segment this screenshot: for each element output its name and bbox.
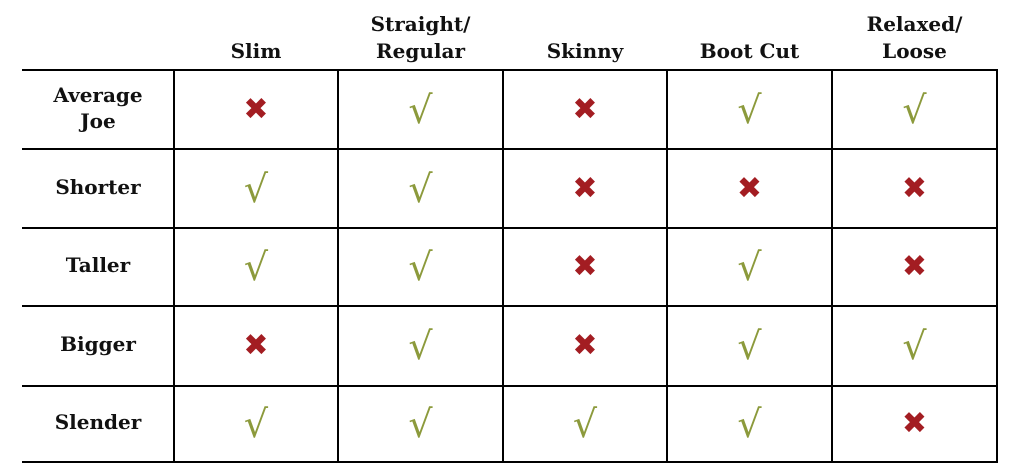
cross-icon: ✖ [901,249,928,284]
table-cell: √ [174,228,338,306]
table-cell: ✖ [832,149,997,228]
table-cell: ✖ [174,306,338,386]
table-cell: ✖ [174,70,338,149]
grid-line-horizontal [22,69,998,71]
checkmark-icon: √ [737,87,762,132]
column-header: Boot Cut [699,39,800,63]
checkmark-icon: √ [737,402,762,446]
checkmark-icon: √ [902,324,927,368]
row-label: Slender [54,410,142,434]
table-cell: √ [667,306,832,386]
column-header: Relaxed/ Loose [866,12,963,63]
row-label: Average Joe [53,82,143,133]
grid-line-vertical [173,69,175,463]
cross-icon: ✖ [243,328,269,363]
table-cell: √ [832,306,997,386]
table-cell: ✖ [832,228,997,306]
cross-icon: ✖ [243,91,269,127]
table-cell: √ [338,149,503,228]
cross-icon: ✖ [572,91,598,127]
checkmark-icon: √ [243,166,269,211]
row-label: Bigger [60,332,136,356]
table-cell: ✖ [503,149,667,228]
cross-icon: ✖ [736,170,763,206]
column-header: Straight/ Regular [370,12,471,63]
checkmark-icon: √ [572,402,598,446]
checkmark-icon: √ [243,402,269,446]
cross-icon: ✖ [901,406,928,441]
checkmark-icon: √ [408,166,433,211]
table-cell: ✖ [667,149,832,228]
table-cell: √ [338,228,503,306]
checkmark-icon: √ [408,87,433,132]
table-cell: √ [667,228,832,306]
table-cell: √ [174,386,338,462]
grid-line-vertical [502,69,504,463]
checkmark-icon: √ [408,324,433,368]
checkmark-icon: √ [408,245,433,289]
checkmark-icon: √ [408,402,433,446]
row-label: Taller [65,253,131,277]
grid-line-horizontal [22,227,998,229]
grid-line-vertical [337,69,339,463]
column-header: Skinny [546,39,624,63]
checkmark-icon: √ [902,87,927,132]
grid-line-vertical [666,69,668,463]
cross-icon: ✖ [901,170,928,206]
grid-line-horizontal [22,385,998,387]
cross-icon: ✖ [572,170,598,206]
table-grid: Average Joe ✖ √ ✖ √ √ Shorter √ √ ✖ ✖ ✖ Taller √ √ ✖ √ ✖ B… [22,69,998,463]
checkmark-icon: √ [737,324,762,368]
row-label: Shorter [55,174,141,199]
grid-line-vertical [831,69,833,463]
grid-line-horizontal [22,461,998,463]
table-cell: √ [832,70,997,149]
table-cell: ✖ [503,306,667,386]
table-cell: √ [338,306,503,386]
cross-icon: ✖ [572,328,598,363]
grid-line-horizontal [22,148,998,150]
checkmark-icon: √ [243,245,269,289]
table-cell: √ [338,70,503,149]
column-header: Slim [230,39,282,63]
table-cell: √ [667,386,832,462]
cross-icon: ✖ [572,249,598,284]
grid-line-horizontal [22,305,998,307]
grid-line-vertical [996,69,998,463]
table-cell: ✖ [832,386,997,462]
table-cell: √ [338,386,503,462]
table-cell: √ [503,386,667,462]
table-cell: √ [174,149,338,228]
table-cell: √ [667,70,832,149]
table-cell: ✖ [503,70,667,149]
checkmark-icon: √ [737,245,762,289]
table-cell: ✖ [503,228,667,306]
